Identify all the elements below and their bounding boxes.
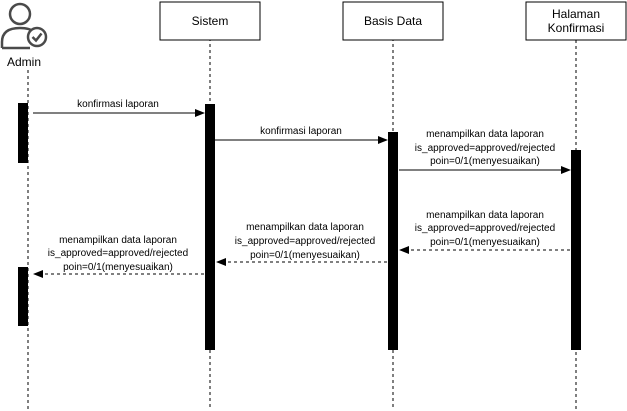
participant-basis-data-label: Basis Data bbox=[364, 14, 422, 28]
participant-basis-data-box bbox=[342, 1, 444, 41]
activation-admin-1 bbox=[18, 103, 28, 163]
message-label-5-line3: poin=0/1(menyesuaikan) bbox=[250, 250, 360, 261]
participant-sistem-box bbox=[159, 1, 261, 41]
message-label-6-line2: is_approved=approved/rejected bbox=[48, 248, 188, 259]
message-label-3-line1: menampilkan data laporan bbox=[426, 129, 544, 140]
participant-sistem-label: Sistem bbox=[192, 14, 229, 28]
message-label-4-line1: menampilkan data laporan bbox=[426, 210, 544, 221]
message-label-1: konfirmasi laporan bbox=[77, 99, 159, 110]
message-label-6-line3: poin=0/1(menyesuaikan) bbox=[63, 262, 173, 273]
message-label-2: konfirmasi laporan bbox=[260, 126, 342, 137]
activation-basis-data bbox=[388, 132, 398, 350]
participant-halaman-label-line2: Konfirmasi bbox=[548, 21, 605, 35]
message-label-3-line2: is_approved=approved/rejected bbox=[415, 143, 555, 154]
activation-sistem bbox=[205, 104, 215, 350]
message-label-6-line1: menampilkan data laporan bbox=[59, 235, 177, 246]
message-label-5-line1: menampilkan data laporan bbox=[246, 222, 364, 233]
participant-halaman-konfirmasi-box bbox=[525, 1, 627, 41]
participant-admin-label: Admin bbox=[7, 55, 41, 69]
activation-halaman-konfirmasi bbox=[571, 150, 581, 350]
message-label-4-line2: is_approved=approved/rejected bbox=[415, 223, 555, 234]
admin-actor-icon bbox=[0, 2, 48, 50]
message-label-3-line3: poin=0/1(menyesuaikan) bbox=[430, 156, 540, 167]
message-label-4-line3: poin=0/1(menyesuaikan) bbox=[430, 237, 540, 248]
activation-admin-2 bbox=[18, 267, 28, 326]
message-label-5-line2: is_approved=approved/rejected bbox=[235, 236, 375, 247]
participant-halaman-label-line1: Halaman bbox=[552, 7, 600, 21]
